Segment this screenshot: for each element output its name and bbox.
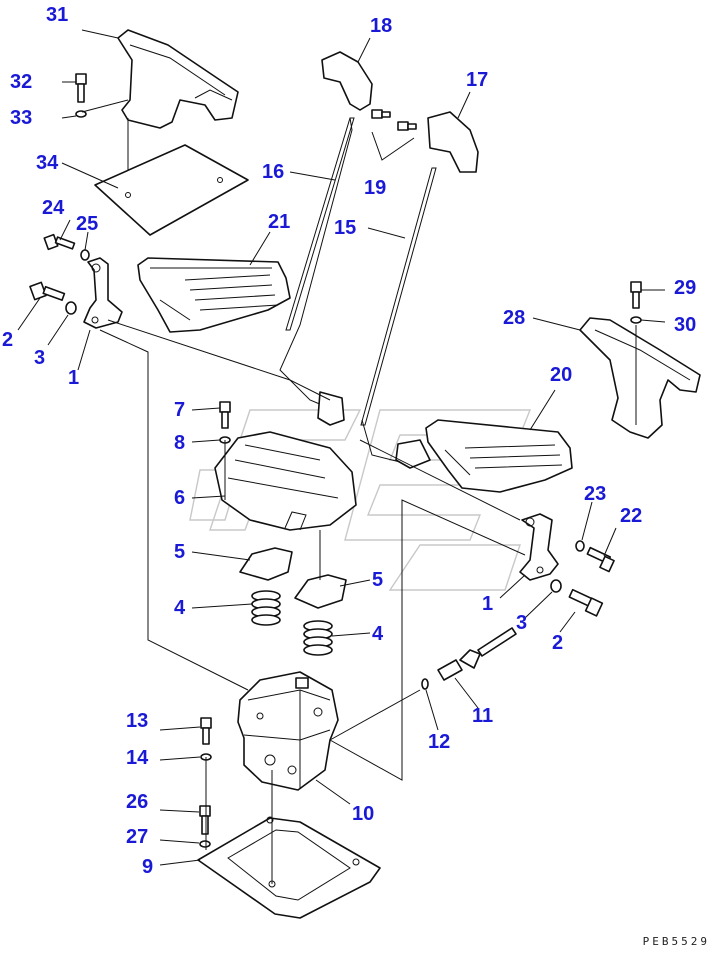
callout-15: 15 [334,217,357,239]
callout-13: 13 [126,710,149,732]
bolt-2-left [29,281,77,315]
callout-21: 21 [268,211,291,233]
callout-26: 26 [126,791,149,813]
callout-6: 6 [174,487,186,509]
bracket-1-right [519,513,559,581]
oring-12 [421,678,429,690]
bolts-19 [371,109,417,161]
callout-31: 31 [46,4,69,26]
callout-22: 22 [620,505,643,527]
bracket-1-left [83,257,123,329]
callout-9: 9 [142,856,154,878]
callout-25: 25 [76,213,99,235]
boot-6 [214,431,357,531]
bolt-7 [219,401,231,444]
callout-23: 23 [584,483,607,505]
callout-10: 10 [352,803,375,825]
lever-16 [279,117,355,426]
bolt-2-right [550,579,604,617]
bolt-24 [43,233,90,261]
callout-24: 24 [42,197,65,219]
part-31-cover [117,29,239,195]
callout-8: 8 [174,432,186,454]
callout-29: 29 [674,277,697,299]
valve-10 [237,671,339,791]
knob-17 [427,111,479,173]
callout-2-left: 2 [2,329,14,351]
part-28-cover [579,317,701,439]
knob-18 [321,51,373,111]
part-34-plate [94,144,249,236]
callout-19: 19 [364,177,387,199]
callout-34: 34 [36,152,59,174]
drawing-code: PEB5529 [642,935,710,948]
lever-15 [360,167,437,469]
callout-18: 18 [370,15,393,37]
callout-14: 14 [126,747,149,769]
callout-28: 28 [503,307,526,329]
callout-16: 16 [262,161,285,183]
pedal-21 [137,257,291,333]
callout-33: 33 [10,107,33,129]
seat-5-left [239,547,293,581]
fitting-11 [437,627,517,681]
callout-12: 12 [428,731,451,753]
callout-5-right: 5 [372,569,384,591]
seat-5-right [294,574,347,609]
callout-2-right: 2 [552,632,564,654]
callout-30: 30 [674,314,697,336]
pedal-20 [425,419,573,493]
bolt-22 [575,540,615,573]
plate-9 [197,816,381,919]
bolt-13 [200,717,212,761]
callout-3-right: 3 [516,612,528,634]
bolt-26 [199,805,211,848]
callout-7: 7 [174,399,186,421]
callout-32: 32 [10,71,33,93]
callout-3-left: 3 [34,347,46,369]
callout-4-right: 4 [372,623,384,645]
spring-4-left [251,590,281,626]
spring-4-right [303,620,333,656]
callout-5-left: 5 [174,541,186,563]
bolt-29 [630,281,642,324]
callout-11: 11 [472,705,494,727]
callout-20: 20 [550,364,573,386]
callout-4-left: 4 [174,597,186,619]
bolt-32 [75,73,87,118]
callout-27: 27 [126,826,149,848]
callout-1-right: 1 [482,593,494,615]
callout-17: 17 [466,69,489,91]
leader-lines [17,29,666,884]
callout-1-left: 1 [68,367,80,389]
